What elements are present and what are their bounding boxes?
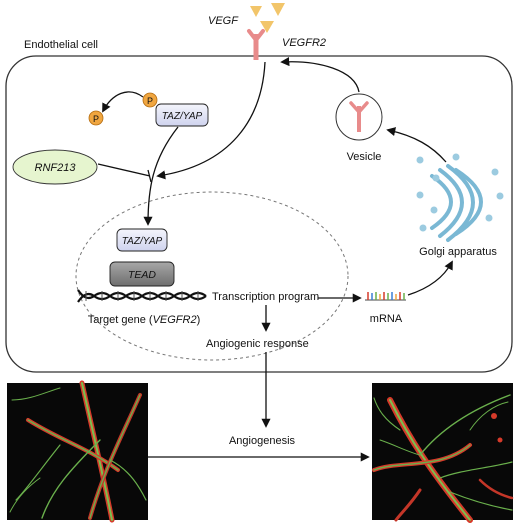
angiogenic-response-label: Angiogenic response xyxy=(206,338,309,350)
svg-text:P: P xyxy=(147,96,153,106)
arrow-vegfr2-to-nucleus-path xyxy=(156,61,266,180)
arrow-vesicle-to-receptor xyxy=(280,57,360,93)
svg-text:RNF213: RNF213 xyxy=(35,162,77,174)
endothelial-cell-membrane xyxy=(5,55,513,373)
nucleus-outline xyxy=(75,191,349,361)
angiogenesis-label: Angiogenesis xyxy=(229,435,296,447)
vegf-ligands xyxy=(250,3,285,33)
vegfr2-label: VEGFR2 xyxy=(282,37,326,49)
rnf213-inhibition xyxy=(97,163,152,183)
transcription-program-label: Transcription program xyxy=(212,291,319,303)
vesicle-label: Vesicle xyxy=(347,151,382,163)
vegfr2-receptor xyxy=(247,29,265,60)
golgi-apparatus xyxy=(430,164,483,242)
arrow-tazyap-to-nucleus xyxy=(143,126,179,226)
vegf-label: VEGF xyxy=(208,15,239,27)
rnf213-node: RNF213 xyxy=(12,149,98,185)
svg-text:P: P xyxy=(93,114,99,124)
dna-base-pairs xyxy=(85,291,199,301)
endothelial-cell-label: Endothelial cell xyxy=(24,39,98,51)
mrna-label: mRNA xyxy=(370,313,403,325)
mrna-strand xyxy=(365,292,406,301)
taz-yap-nuclear: TAZ/YAP xyxy=(116,228,168,252)
svg-text:TAZ/YAP: TAZ/YAP xyxy=(122,236,163,247)
dna-helix xyxy=(77,289,207,303)
tead-protein: TEAD xyxy=(109,261,175,287)
svg-text:TAZ/YAP: TAZ/YAP xyxy=(162,111,203,122)
micrograph-after xyxy=(372,383,514,523)
arrow-mrna-to-golgi xyxy=(407,260,453,296)
pathway-arrows xyxy=(102,57,453,462)
arrow-dephosphorylation xyxy=(102,91,144,113)
phosphate-group-1: P xyxy=(142,92,158,108)
taz-yap-cytoplasm: TAZ/YAP xyxy=(155,103,209,127)
arrow-golgi-to-vesicle xyxy=(386,127,447,163)
vesicle xyxy=(335,93,383,141)
golgi-vesicles xyxy=(416,153,504,232)
micrograph-before xyxy=(7,380,148,523)
svg-text:TEAD: TEAD xyxy=(128,269,156,281)
target-gene-label: Target gene (VEGFR2) xyxy=(88,314,201,326)
phosphate-group-2: P xyxy=(88,110,104,126)
golgi-label: Golgi apparatus xyxy=(419,246,497,258)
